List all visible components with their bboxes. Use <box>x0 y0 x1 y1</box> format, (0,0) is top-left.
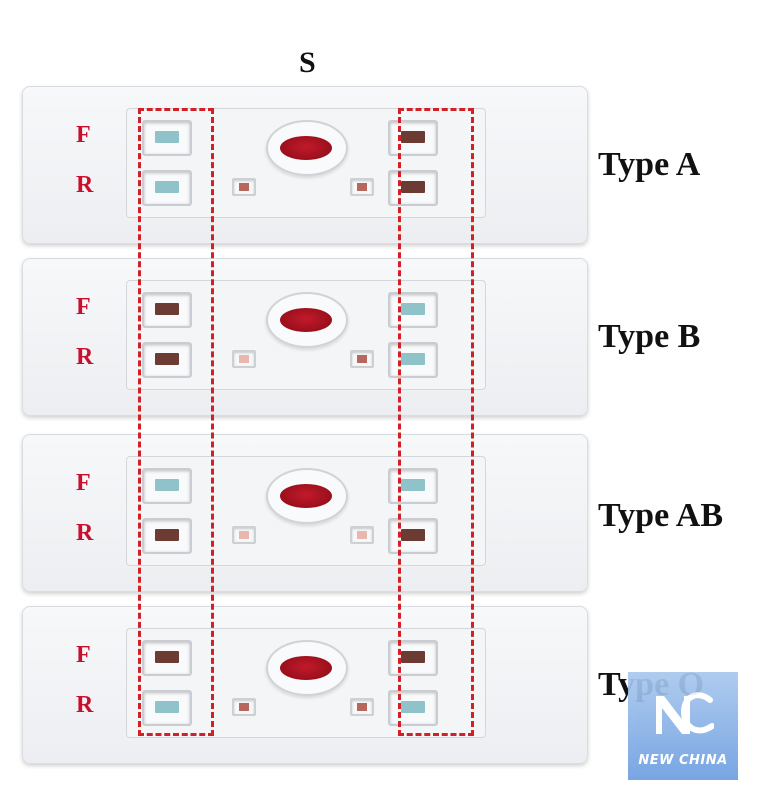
left-well-r <box>142 518 192 554</box>
row-label-f: F <box>76 294 91 320</box>
s-label: S <box>299 46 316 79</box>
reaction-pad <box>155 651 179 663</box>
right-well-f <box>388 120 438 156</box>
reaction-pad <box>401 479 425 491</box>
row-label-f: F <box>76 642 91 668</box>
row-label-f: F <box>76 122 91 148</box>
right-dashed-outline <box>398 108 474 736</box>
right-well-r <box>388 518 438 554</box>
left-well-r <box>142 690 192 726</box>
blood-type-label: Type B <box>598 318 701 355</box>
blood-drop <box>280 484 332 508</box>
control-dot <box>357 531 367 539</box>
control-port <box>350 526 374 544</box>
right-well-f <box>388 468 438 504</box>
control-port <box>232 526 256 544</box>
control-port <box>350 698 374 716</box>
reaction-pad <box>401 529 425 541</box>
right-well-r <box>388 342 438 378</box>
left-well-f <box>142 468 192 504</box>
row-label-r: R <box>76 520 94 546</box>
control-dot <box>239 355 249 363</box>
right-well-r <box>388 690 438 726</box>
row-label-r: R <box>76 344 94 370</box>
control-dot <box>239 703 249 711</box>
reaction-pad <box>401 701 425 713</box>
left-well-f <box>142 640 192 676</box>
control-dot <box>357 183 367 191</box>
sample-well <box>266 292 348 348</box>
control-port <box>232 698 256 716</box>
reaction-pad <box>401 131 425 143</box>
reaction-pad <box>155 131 179 143</box>
blood-drop <box>280 308 332 332</box>
watermark-logo: NEW CHINA <box>628 672 738 780</box>
xinhua-logo-icon <box>656 692 714 734</box>
control-dot <box>239 531 249 539</box>
reaction-pad <box>401 353 425 365</box>
row-label-r: R <box>76 692 94 718</box>
control-port <box>350 350 374 368</box>
control-dot <box>239 183 249 191</box>
blood-drop <box>280 136 332 160</box>
sample-well <box>266 468 348 524</box>
sample-well <box>266 120 348 176</box>
row-label-f: F <box>76 470 91 496</box>
reaction-pad <box>155 181 179 193</box>
blood-type-label: Type AB <box>598 497 724 534</box>
reaction-pad <box>401 303 425 315</box>
control-port <box>232 350 256 368</box>
sample-well <box>266 640 348 696</box>
reaction-pad <box>155 701 179 713</box>
reaction-pad <box>401 651 425 663</box>
control-dot <box>357 355 367 363</box>
reaction-pad <box>155 353 179 365</box>
left-well-r <box>142 170 192 206</box>
blood-type-label: Type A <box>598 146 701 183</box>
left-well-r <box>142 342 192 378</box>
reaction-pad <box>155 303 179 315</box>
row-label-r: R <box>76 172 94 198</box>
left-well-f <box>142 292 192 328</box>
blood-drop <box>280 656 332 680</box>
left-dashed-outline <box>138 108 214 736</box>
right-well-f <box>388 292 438 328</box>
control-port <box>350 178 374 196</box>
reaction-pad <box>155 529 179 541</box>
left-well-f <box>142 120 192 156</box>
right-well-f <box>388 640 438 676</box>
right-well-r <box>388 170 438 206</box>
control-dot <box>357 703 367 711</box>
watermark-text: NEW CHINA <box>638 753 728 768</box>
reaction-pad <box>401 181 425 193</box>
reaction-pad <box>155 479 179 491</box>
control-port <box>232 178 256 196</box>
